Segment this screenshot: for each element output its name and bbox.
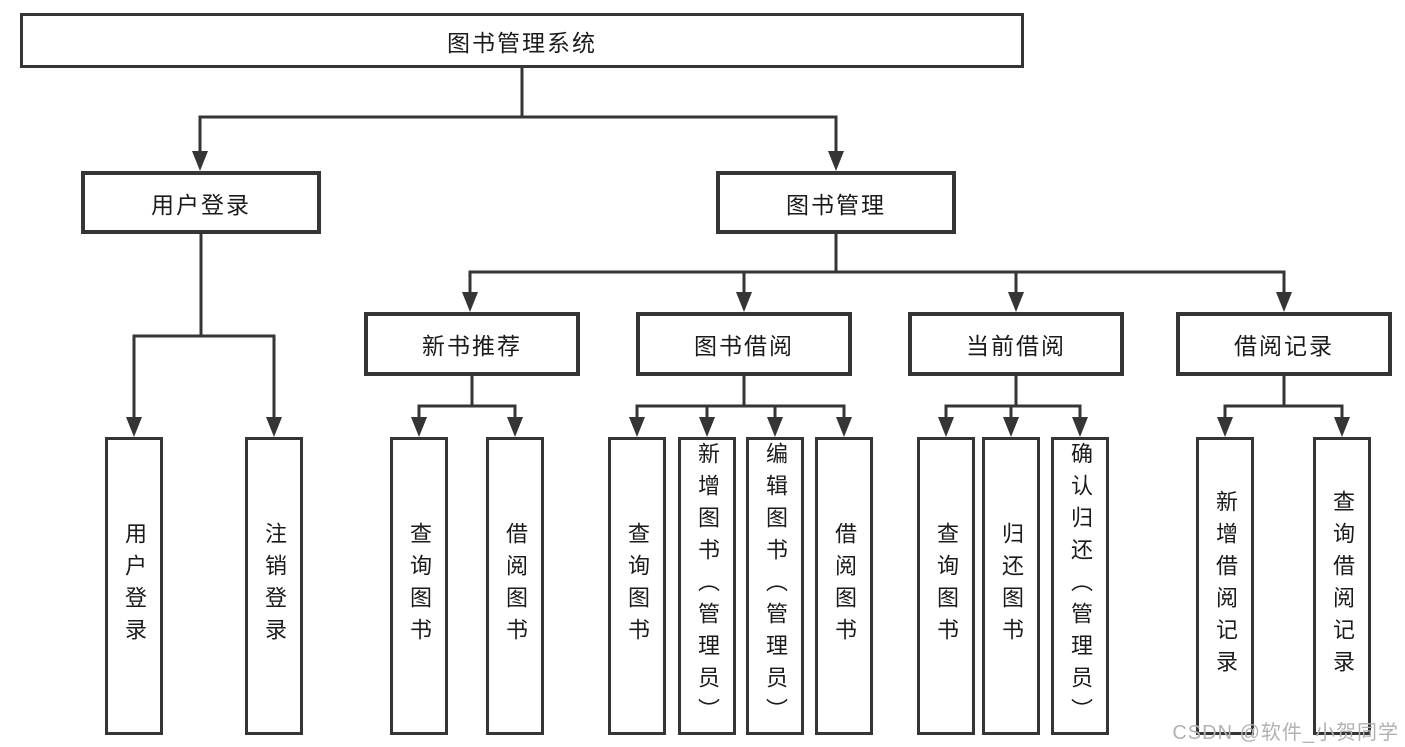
leaf-query-borrow-record: 查询借阅记录 [1313, 437, 1371, 735]
leaf-borrow-book: 借阅图书 [815, 437, 873, 735]
node-root-system: 图书管理系统 [20, 13, 1024, 68]
leaf-user-login: 用户登录 [105, 437, 163, 735]
node-book-management: 图书管理 [716, 171, 956, 234]
node-user-login: 用户登录 [81, 171, 321, 234]
leaf-query-book-borrow: 查询图书 [608, 437, 666, 735]
leaf-query-book-current: 查询图书 [917, 437, 975, 735]
node-borrow-records: 借阅记录 [1176, 312, 1392, 376]
csdn-watermark: CSDN @软件_小贺同学 [1172, 722, 1399, 744]
node-current-borrow: 当前借阅 [908, 312, 1124, 376]
leaf-logout: 注销登录 [245, 437, 303, 735]
leaf-add-book-admin: 新增图书（管理员） [678, 437, 736, 735]
leaf-return-book: 归还图书 [982, 437, 1040, 735]
node-book-borrow: 图书借阅 [636, 312, 852, 376]
leaf-query-book-recommend: 查询图书 [390, 437, 448, 735]
leaf-confirm-return-admin: 确认归还（管理员） [1051, 437, 1109, 735]
node-new-book-recommend: 新书推荐 [364, 312, 580, 376]
leaf-edit-book-admin: 编辑图书（管理员） [746, 437, 804, 735]
leaf-add-borrow-record: 新增借阅记录 [1196, 437, 1254, 735]
leaf-borrow-book-recommend: 借阅图书 [486, 437, 544, 735]
